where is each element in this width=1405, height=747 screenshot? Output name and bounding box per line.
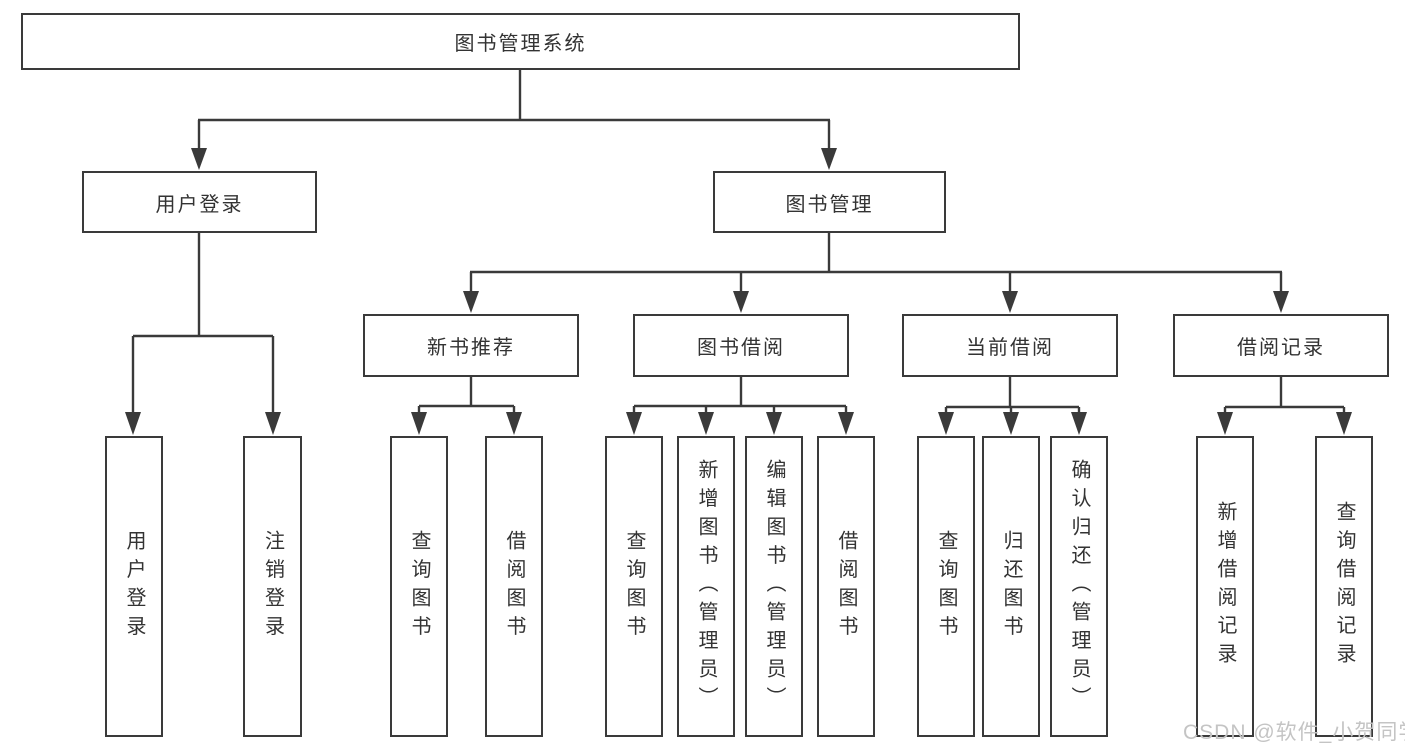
- node-root: 图书管理系统: [21, 13, 1020, 70]
- node-book-borrow: 图书借阅: [633, 314, 849, 377]
- leaf-edit-books-admin: 编辑图书（管理员）: [745, 436, 803, 737]
- leaf-add-books-admin-label: 新增图书（管理员）: [695, 458, 717, 715]
- node-current-borrow-label: 当前借阅: [966, 337, 1054, 359]
- leaf-edit-books-admin-label: 编辑图书（管理员）: [763, 458, 785, 715]
- leaf-query-borrow-record: 查询借阅记录: [1315, 436, 1373, 737]
- leaf-borrow-borrow-books: 借阅图书: [817, 436, 875, 737]
- leaf-borrow-borrow-books-label: 借阅图书: [835, 529, 857, 644]
- leaf-borrow-query-books-label: 查询图书: [623, 529, 645, 644]
- leaf-confirm-return-admin: 确认归还（管理员）: [1050, 436, 1108, 737]
- node-new-book-recommend: 新书推荐: [363, 314, 579, 377]
- node-user-login: 用户登录: [82, 171, 317, 233]
- node-book-management-label: 图书管理: [785, 193, 874, 216]
- leaf-current-query-books: 查询图书: [917, 436, 975, 737]
- leaf-add-borrow-record-label: 新增借阅记录: [1214, 501, 1236, 672]
- watermark: CSDN @软件_小贺同学: [1183, 721, 1405, 744]
- leaf-add-borrow-record: 新增借阅记录: [1196, 436, 1254, 737]
- leaf-newbook-borrow-books: 借阅图书: [485, 436, 543, 737]
- leaf-confirm-return-admin-label: 确认归还（管理员）: [1068, 458, 1090, 715]
- leaf-borrow-query-books: 查询图书: [605, 436, 663, 737]
- leaf-newbook-query-books: 查询图书: [390, 436, 448, 737]
- leaf-current-query-books-label: 查询图书: [935, 529, 957, 644]
- leaf-logout-label: 注销登录: [261, 529, 284, 644]
- node-book-management: 图书管理: [713, 171, 946, 233]
- leaf-return-books: 归还图书: [982, 436, 1040, 737]
- node-root-label: 图书管理系统: [454, 33, 587, 55]
- leaf-user-login-label: 用户登录: [123, 529, 145, 644]
- leaf-add-books-admin: 新增图书（管理员）: [677, 436, 735, 737]
- leaf-user-login: 用户登录: [105, 436, 163, 737]
- node-new-book-recommend-label: 新书推荐: [427, 337, 515, 359]
- leaf-logout: 注销登录: [243, 436, 302, 737]
- node-borrow-records-label: 借阅记录: [1237, 337, 1325, 359]
- node-book-borrow-label: 图书借阅: [697, 337, 785, 359]
- leaf-newbook-borrow-books-label: 借阅图书: [503, 529, 525, 644]
- node-borrow-records: 借阅记录: [1173, 314, 1389, 377]
- node-current-borrow: 当前借阅: [902, 314, 1118, 377]
- leaf-newbook-query-books-label: 查询图书: [408, 529, 430, 644]
- leaf-query-borrow-record-label: 查询借阅记录: [1333, 501, 1355, 672]
- node-user-login-label: 用户登录: [155, 193, 244, 216]
- leaf-return-books-label: 归还图书: [1000, 529, 1022, 644]
